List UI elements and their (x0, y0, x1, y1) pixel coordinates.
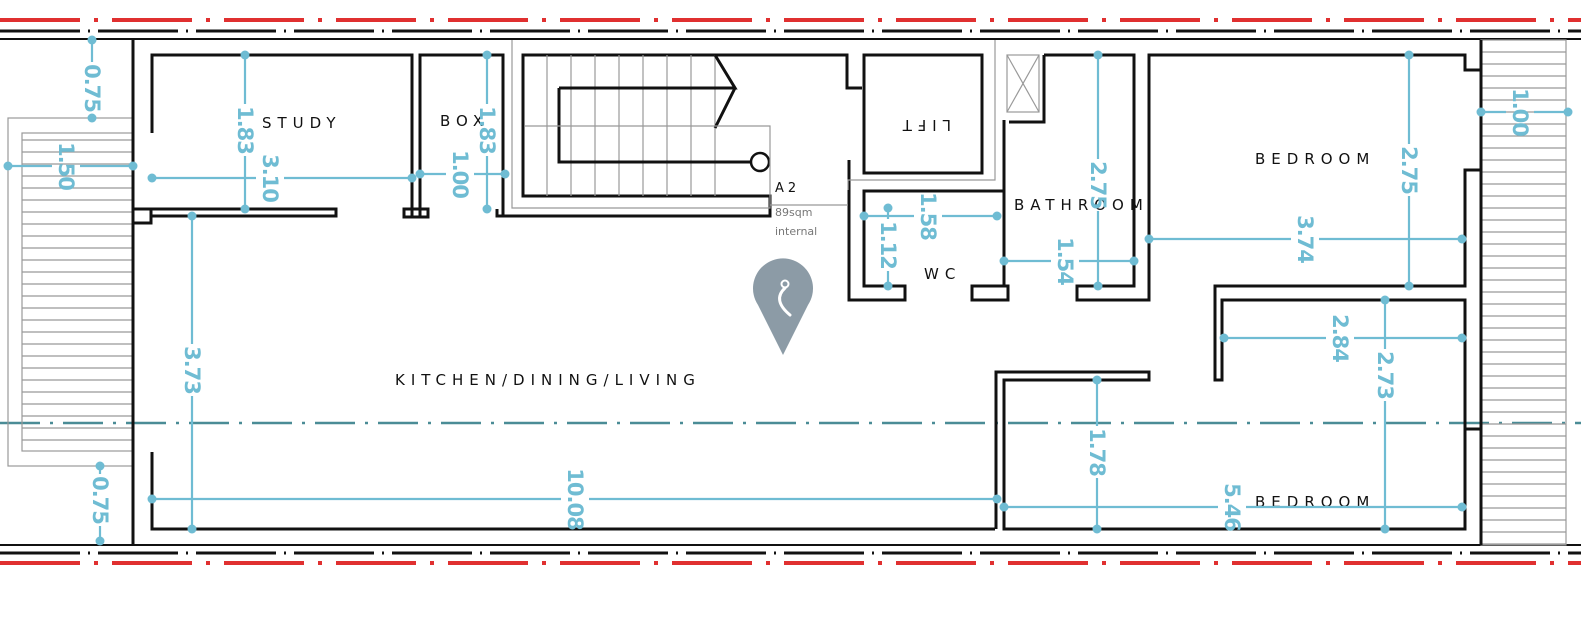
room-label-box: BOX (440, 112, 489, 130)
walls (131, 40, 1483, 545)
dimension-label: 0.75 (80, 64, 104, 112)
dimension: 0.75 (80, 35, 104, 123)
dimension-label: 10.08 (563, 468, 587, 530)
dimension: 1.00 (1476, 88, 1573, 136)
dimension-label: 1.12 (876, 221, 900, 269)
dimension-label: 2.84 (1328, 314, 1352, 362)
room-label-bedroom-2: BEDROOM (1255, 493, 1375, 511)
dimension: 3.73 (180, 211, 204, 534)
site-boundary (0, 18, 1581, 565)
dimension: 3.74 (1144, 215, 1467, 263)
room-label-lift: LIFT (897, 116, 951, 134)
dimension-label: 0.75 (88, 476, 112, 524)
room-label-bathroom: BATHROOM (1014, 196, 1149, 214)
dimension-label: 1.54 (1053, 237, 1077, 285)
dimension-label: 1.00 (1508, 88, 1532, 136)
dimension: 1.83 (233, 50, 257, 214)
dimension: 1.50 (3, 142, 138, 190)
unit-area-note: internal (775, 225, 817, 238)
room-label-wc: WC (924, 265, 961, 283)
dimension-label: 2.75 (1086, 161, 1110, 209)
dimension-label: 2.75 (1397, 146, 1421, 194)
unit-area: 89sqm (775, 206, 812, 219)
dimension: 2.84 (1219, 314, 1467, 362)
dimension: 1.54 (999, 237, 1139, 285)
location-pin-icon[interactable] (753, 258, 813, 355)
dimension: 2.73 (1373, 295, 1397, 534)
dimension-label: 3.74 (1293, 215, 1317, 263)
dimension: 5.46 (999, 483, 1467, 531)
dimension: 3.10 (147, 154, 417, 202)
dimension-label: 1.78 (1085, 428, 1109, 476)
dimension-label: 1.83 (475, 106, 499, 154)
dimension-label: 1.00 (448, 150, 472, 198)
dimension: 1.78 (1085, 375, 1109, 534)
room-label-kitchen-dining-living: KITCHEN/DINING/LIVING (395, 371, 701, 389)
unit-label: A2 (775, 181, 800, 196)
dimension: 1.00 (415, 150, 510, 198)
dimension: 1.83 (475, 50, 499, 214)
dimension: 2.75 (1086, 50, 1110, 291)
dimension-label: 1.58 (916, 192, 940, 240)
room-label-study: STUDY (262, 114, 342, 132)
dimension: 1.58 (859, 192, 1002, 240)
balcony-left (7, 117, 134, 467)
dimension-label: 5.46 (1220, 483, 1244, 531)
dimension-label: 3.10 (258, 154, 282, 202)
dimension-label: 2.73 (1373, 351, 1397, 399)
dimension: 10.08 (147, 468, 1002, 530)
room-labels: STUDY BOX LIFT BATHROOM WC BEDROOM KITCH… (262, 112, 1375, 511)
dimension: 1.12 (876, 203, 900, 291)
dimension-label: 3.73 (180, 346, 204, 394)
room-label-bedroom-1: BEDROOM (1255, 150, 1375, 168)
balcony-right (1480, 39, 1567, 546)
dimension: 2.75 (1397, 50, 1421, 291)
dimension-label: 1.50 (54, 142, 78, 190)
dimension-label: 1.83 (233, 106, 257, 154)
dimension: 0.75 (88, 461, 112, 546)
